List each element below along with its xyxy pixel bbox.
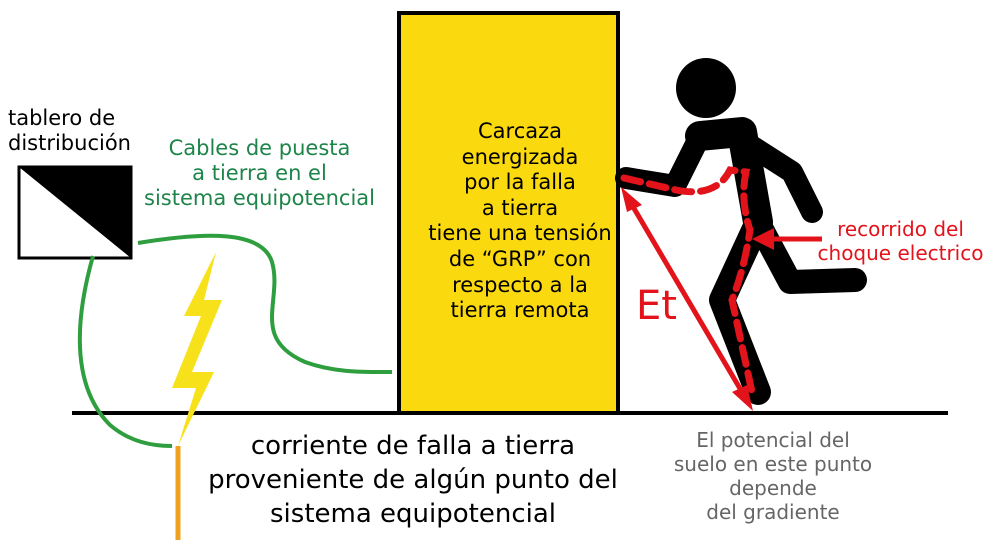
soil-potential-label-line: suelo en este punto [673, 452, 873, 476]
grounding-cable-left [77, 255, 173, 448]
soil-potential-label: El potencial del suelo en este punto dep… [668, 428, 878, 524]
enclosure-label-line: a tierra [481, 195, 559, 220]
panel-label-line: tablero de [8, 106, 116, 130]
arrow-icon [752, 228, 822, 250]
fault-current-label: corriente de falla a tierra proveniente … [178, 430, 648, 531]
enclosure-label-line: tierra remota [450, 298, 590, 323]
cables-label-line: a tierra en el [192, 160, 327, 185]
shock-path [620, 166, 756, 396]
grounding-cable-top [137, 233, 393, 375]
cables-label-line: sistema equipotencial [144, 185, 375, 210]
fault-current-label-line: corriente de falla a tierra [250, 431, 576, 461]
soil-potential-label-line: del gradiente [706, 500, 840, 524]
distribution-panel-icon [17, 165, 133, 260]
enclosure-label-line: respecto a la [452, 272, 588, 297]
enclosure-label-line: energizada [461, 144, 579, 169]
double-arrow-icon [621, 187, 753, 411]
soil-potential-label-line: El potencial del [696, 428, 850, 452]
shock-path-label-line: choque electrico [817, 240, 984, 265]
enclosure-label-line: Carcaza [477, 119, 562, 143]
fault-current-label-line: proveniente de algún punto del [208, 464, 618, 495]
panel-label-line: distribución [8, 130, 131, 155]
energized-enclosure [397, 11, 620, 415]
cables-label-line: Cables de puesta [168, 136, 351, 160]
shock-path-label-line: recorrido del [837, 217, 964, 241]
cables-label: Cables de puesta a tierra en el sistema … [144, 136, 375, 210]
fault-current-label-line: sistema equipotencial [270, 498, 556, 529]
enclosure-label-line: por la falla [464, 170, 576, 195]
lightning-bolt-icon [172, 252, 222, 446]
touch-voltage-label: Et [636, 283, 677, 329]
enclosure-label-line: de “GRP” con [448, 247, 592, 272]
panel-label: tablero de distribución [8, 106, 131, 156]
enclosure-label: Carcaza energizada por la falla a tierra… [400, 119, 640, 324]
shock-path-label: recorrido del choque electrico [808, 217, 993, 265]
enclosure-label-line: tiene una tensión [428, 221, 612, 246]
soil-potential-label-line: depende [729, 476, 817, 500]
